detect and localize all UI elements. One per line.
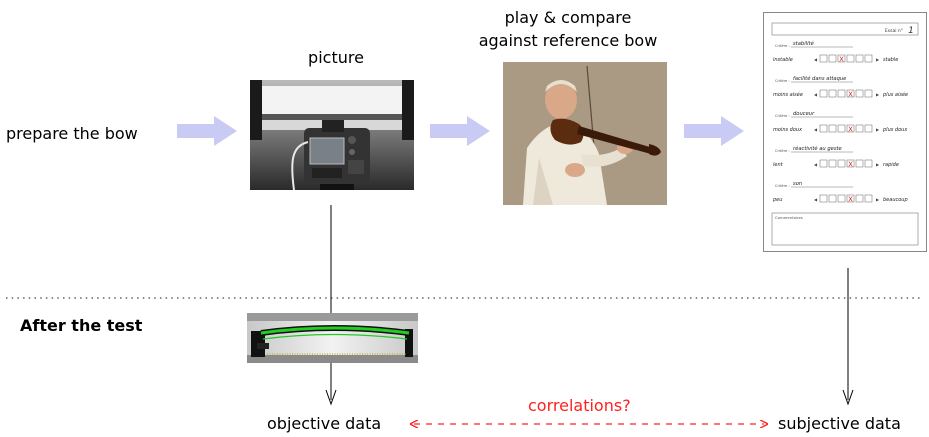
form-scale-box (864, 159, 873, 168)
form-scale-box (819, 159, 828, 168)
svg-text:◀: ◀ (814, 162, 818, 167)
form-criterion-label: Critère : (775, 114, 790, 118)
form-criterion-label: Critère : (775, 184, 790, 188)
form-scale-box (855, 124, 864, 133)
form-scale-left-label: moins doux (773, 127, 802, 133)
form-scale-right-label: rapide (883, 162, 899, 168)
flow-arrow-2 (430, 116, 490, 146)
form-criterion-name: facilité dans attaque (793, 75, 846, 82)
form-scale-box (828, 124, 837, 133)
form-scale-box (846, 159, 855, 168)
svg-text:◀: ◀ (814, 197, 818, 202)
form-scale-box (837, 159, 846, 168)
form-scale-check-mark: X (848, 196, 853, 204)
form-scale-left-label: lent (773, 162, 784, 168)
form-scale-right-label: plus doux (882, 127, 907, 133)
form-criterion-label: Critère : (775, 149, 790, 153)
form-scale-left-label: instable (773, 57, 793, 63)
picture-label: picture (308, 48, 364, 67)
form-scale-left-label: peu (772, 197, 782, 203)
form-scale-box (855, 194, 864, 203)
form-criterion-name: stabilité (793, 40, 814, 47)
violinist-photo (503, 62, 667, 205)
svg-text:◀: ◀ (814, 92, 818, 97)
form-scale-box (864, 89, 873, 98)
form-scale-box (837, 194, 846, 203)
form-scale-box (855, 159, 864, 168)
form-scale-box (828, 194, 837, 203)
form-scale-box (855, 89, 864, 98)
form-scale-box (846, 54, 855, 63)
svg-text:◀: ◀ (814, 57, 818, 62)
svg-text:◀: ◀ (814, 127, 818, 132)
form-essai-number: 1 (908, 26, 914, 36)
form-scale-box (828, 54, 837, 63)
subjective-arrowhead (842, 389, 854, 406)
play-compare-label-line2: against reference bow (478, 31, 658, 50)
form-criterion-name: son (793, 181, 802, 187)
form-scale-box (837, 124, 846, 133)
svg-text:▶: ▶ (876, 197, 880, 202)
form-scale-right-label: stable (883, 57, 898, 63)
flow-arrow-3 (684, 116, 744, 146)
form-scale-box (828, 159, 837, 168)
svg-text:▶: ▶ (876, 162, 880, 167)
form-scale-box (837, 89, 846, 98)
form-scale-box (819, 124, 828, 133)
form-scale-box (864, 124, 873, 133)
form-criterion-name: douceur (793, 111, 815, 117)
svg-text:▶: ▶ (876, 127, 880, 132)
form-scale-check-mark: X (848, 161, 853, 169)
form-scale-box (819, 54, 828, 63)
form-scale-box (819, 89, 828, 98)
form-scale-check-mark: X (848, 126, 853, 134)
form-comments-label: Commentaires (775, 215, 803, 220)
form-scale-box (864, 54, 873, 63)
form-scale-box (846, 124, 855, 133)
form-criterion-label: Critère : (775, 44, 790, 48)
subjective-data-label: subjective data (778, 414, 901, 433)
form-scale-right-label: beaucoup (883, 197, 908, 203)
form-scale-box (819, 194, 828, 203)
form-scale-box (846, 194, 855, 203)
bow-measurement-photo (247, 313, 418, 363)
form-scale-box (837, 54, 846, 63)
form-scale-box (846, 89, 855, 98)
form-scale-right-label: plus aisée (882, 91, 908, 98)
form-scale-box (828, 89, 837, 98)
form-essai-label: Essai n° (885, 28, 903, 34)
form-scale-check-mark: X (839, 56, 844, 64)
form-scale-box (855, 54, 864, 63)
after-test-label: After the test (20, 316, 143, 335)
form-scale-box (864, 194, 873, 203)
prepare-bow-label: prepare the bow (6, 124, 138, 143)
svg-text:▶: ▶ (876, 92, 880, 97)
form-scale-left-label: moins aisée (773, 91, 803, 98)
objective-arrowhead (325, 389, 337, 406)
form-criterion-name: réactivité au geste (793, 145, 842, 152)
correlations-label: correlations? (528, 396, 631, 415)
flow-arrow-1 (177, 116, 237, 146)
svg-text:▶: ▶ (876, 57, 880, 62)
objective-data-label: objective data (267, 414, 382, 433)
form-criterion-label: Critère : (775, 79, 790, 83)
camera-photo (250, 80, 414, 190)
play-compare-label-line1: play & compare (504, 8, 632, 27)
form-scale-check-mark: X (848, 91, 853, 99)
